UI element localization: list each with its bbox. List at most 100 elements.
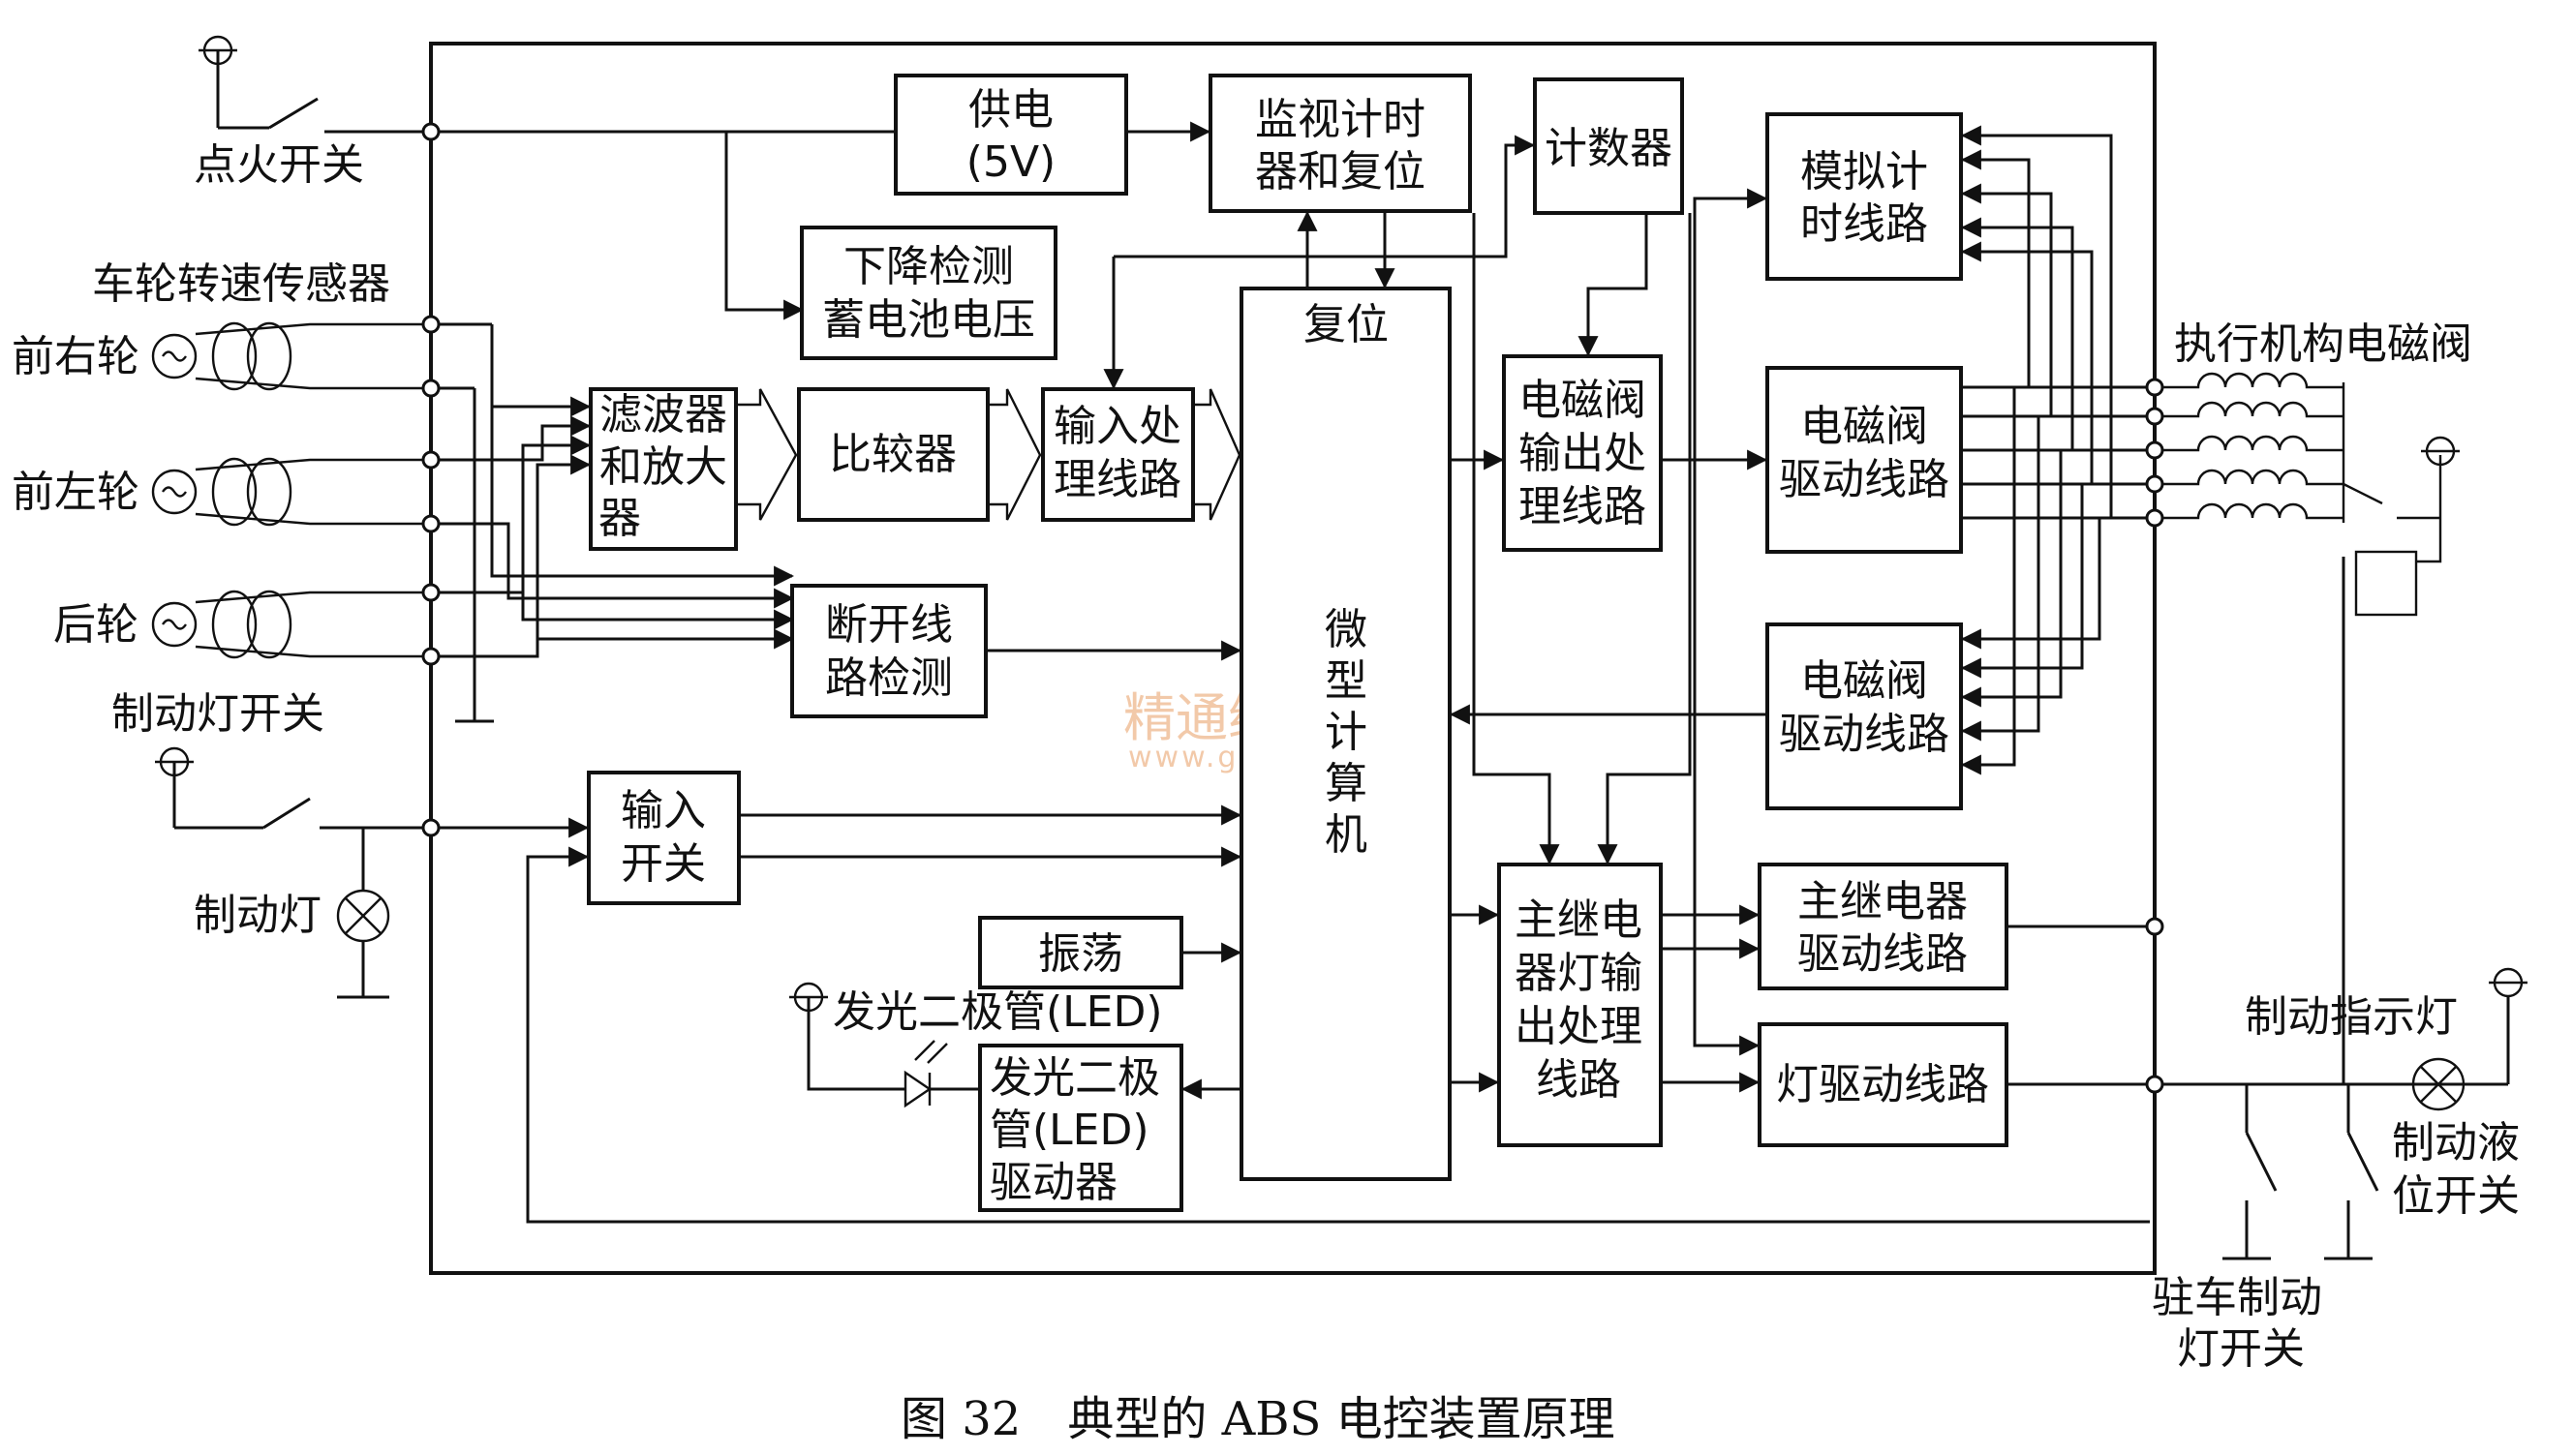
valve-driver-2-block: 电磁阀 驱动线路 (1765, 622, 1963, 810)
brake-indicator-label: 制动指示灯 (2245, 992, 2458, 1042)
relay-output-line-4: 线路 (1536, 1055, 1621, 1105)
figure-caption: 图 32 典型的 ABS 电控装置原理 (901, 1392, 1615, 1446)
valve-driver-2-line-1: 电磁阀 (1800, 656, 1928, 706)
right-side-wiring (2006, 542, 2510, 1273)
valve-output-line-2: 输出处 (1518, 429, 1646, 478)
rear-wheel-label: 后轮 (53, 600, 138, 650)
watchdog-block: 监视计时 器和复位 (1209, 74, 1472, 213)
comparator-block: 比较器 (797, 387, 990, 522)
wheel-sensor-label: 车轮转速传感器 (92, 259, 390, 309)
parking-switch-line-1: 驻车制动 (2152, 1273, 2322, 1322)
led-driver-line-1: 发光二极 (990, 1053, 1160, 1103)
junction-ignition (421, 122, 441, 141)
relay-driver-line-2: 驱动线路 (1797, 929, 1968, 979)
sensor-wiring (431, 322, 795, 723)
fluid-switch-line-1: 制动液 (2392, 1118, 2520, 1168)
main-relay-driver-block: 主继电器 驱动线路 (1758, 863, 2008, 990)
junction-lamp (2145, 1075, 2164, 1094)
led-wiring (807, 997, 978, 1091)
watchdog-line-1: 监视计时 (1255, 95, 1425, 144)
fluid-switch-line-2: 位开关 (2392, 1171, 2520, 1221)
filter-line-1: 滤波器 (599, 390, 727, 440)
relay-output-line-2: 器灯输 (1515, 949, 1642, 998)
analog-timer-line-1: 模拟计 (1800, 147, 1928, 197)
open-circuit-line-2: 路检测 (825, 653, 953, 703)
filter-line-3: 器 (598, 494, 641, 543)
actuator-valve-label: 执行机构电磁阀 (2174, 319, 2472, 369)
front-right-label: 前右轮 (12, 332, 139, 381)
indicator-supply-symbol (2489, 967, 2527, 998)
relay-output-line-3: 出处理 (1515, 1002, 1642, 1051)
actuator-junctions (2145, 378, 2164, 528)
parking-switch-line-2: 灯开关 (2177, 1324, 2305, 1374)
brake-switch-wiring (172, 762, 2150, 1224)
actuator-supply-symbol (2421, 436, 2460, 467)
sensor-junctions (421, 315, 441, 666)
ignition-supply-symbol (199, 35, 237, 66)
brake-lamp-symbol (336, 889, 390, 943)
low-voltage-detect-block: 下降检测 蓄电池电压 (800, 226, 1057, 360)
power-supply-block: 供电 (5V) (894, 74, 1128, 196)
microcomputer-block: 复位 微 型 计 算 机 (1240, 287, 1452, 1181)
power-line-1: 供电 (968, 85, 1054, 135)
filter-amplifier-block: 滤波器 和放大 器 (589, 387, 738, 551)
front-left-label: 前左轮 (12, 468, 139, 517)
valve-driver-outputs (1960, 125, 2155, 775)
valve-driver-2-line-2: 驱动线路 (1779, 710, 1949, 759)
valve-driver-1-line-1: 电磁阀 (1800, 402, 1928, 451)
watchdog-line-2: 器和复位 (1255, 147, 1425, 197)
relay-driver-line-1: 主继电器 (1797, 877, 1968, 926)
indicator-lamp-symbol (2411, 1057, 2466, 1111)
input-proc-line-2: 理线路 (1054, 455, 1181, 504)
valve-driver-1-block: 电磁阀 驱动线路 (1765, 366, 1963, 554)
mcu-name-2: 型 (1325, 656, 1367, 706)
led-driver-line-2: 管(LED) (990, 1106, 1149, 1155)
mcu-name-1: 微 (1325, 605, 1367, 654)
lamp-driver-block: 灯驱动线路 (1758, 1022, 2008, 1147)
open-circuit-line-1: 断开线 (825, 600, 953, 650)
input-switch-line-1: 输入 (621, 786, 706, 835)
mcu-name-5: 机 (1325, 810, 1367, 860)
input-processing-block: 输入处 理线路 (1041, 387, 1195, 522)
junction-brake (421, 818, 441, 837)
low-voltage-line-1: 下降检测 (843, 242, 1014, 291)
led-label: 发光二极管(LED) (833, 987, 1163, 1037)
lamp-driver-label: 灯驱动线路 (1776, 1060, 1989, 1109)
led-driver-block: 发光二极 管(LED) 驱动器 (978, 1044, 1183, 1212)
filter-line-2: 和放大 (599, 442, 727, 492)
input-switch-line-2: 开关 (621, 839, 706, 889)
ignition-switch-label: 点火开关 (194, 140, 364, 190)
actuator-coils (2162, 372, 2442, 617)
brake-light-label: 制动灯 (194, 891, 322, 940)
mcu-reset-label: 复位 (1303, 300, 1389, 349)
relay-output-block: 主继电 器灯输 出处理 线路 (1497, 863, 1663, 1147)
comparator-label: 比较器 (829, 430, 957, 479)
low-voltage-line-2: 蓄电池电压 (822, 295, 1035, 345)
brake-switch-label: 制动灯开关 (111, 689, 324, 739)
oscillator-block: 振荡 (978, 916, 1183, 989)
led-driver-line-3: 驱动器 (990, 1158, 1118, 1207)
mcu-name-3: 计 (1325, 708, 1367, 757)
relay-output-line-1: 主继电 (1515, 895, 1642, 945)
power-line-2: (5V) (966, 137, 1056, 187)
valve-driver-1-line-2: 驱动线路 (1779, 455, 1949, 504)
led-symbol (789, 982, 948, 1108)
junction-relay (2145, 917, 2164, 936)
oscillator-label: 振荡 (1038, 929, 1123, 979)
open-circuit-detect-block: 断开线 路检测 (790, 584, 988, 718)
control-wiring (739, 135, 1768, 1100)
valve-output-line-1: 电磁阀 (1518, 376, 1646, 425)
valve-output-block: 电磁阀 输出处 理线路 (1502, 354, 1663, 552)
analog-timer-line-2: 时线路 (1800, 199, 1928, 249)
wheel-sensors (151, 321, 431, 659)
bus-arrows (736, 388, 1241, 521)
counter-label: 计数器 (1545, 124, 1672, 173)
input-switch-block: 输入 开关 (587, 771, 741, 905)
input-proc-line-1: 输入处 (1054, 402, 1181, 451)
mcu-name-4: 算 (1325, 759, 1367, 808)
counter-block: 计数器 (1533, 77, 1684, 215)
valve-output-line-3: 理线路 (1518, 482, 1646, 531)
analog-timer-block: 模拟计 时线路 (1765, 112, 1963, 281)
ignition-wiring (216, 50, 1211, 320)
